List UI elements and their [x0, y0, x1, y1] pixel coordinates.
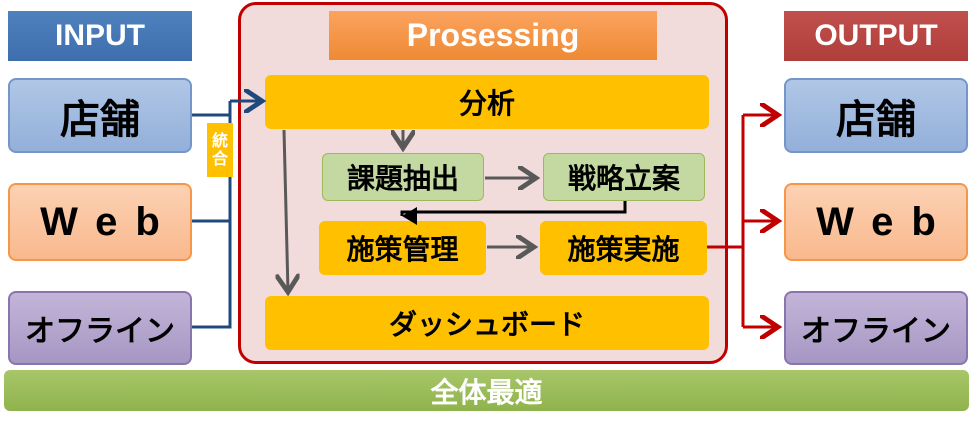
measure-execution-box: 施策実施: [540, 221, 707, 275]
arrow-analysis-to-dashboard: [284, 129, 288, 292]
output-store-box: 店舗: [784, 78, 968, 153]
input-store-box: 店舗: [8, 78, 192, 153]
input-web-box: Web: [8, 183, 192, 261]
output-distribution-connector: [707, 115, 778, 327]
output-offline-box: オフライン: [784, 291, 968, 365]
measure-management-box: 施策管理: [319, 221, 486, 275]
processing-header: Prosessing: [329, 11, 657, 60]
output-web-box: Web: [784, 183, 968, 261]
overall-optimization-bar: 全体最適: [4, 370, 969, 411]
issue-extraction-box: 課題抽出: [322, 153, 484, 201]
input-header: INPUT: [8, 11, 192, 61]
dashboard-box: ダッシュボード: [265, 296, 709, 350]
arrow-strategy-to-management: [400, 201, 627, 225]
input-offline-box: オフライン: [8, 291, 192, 365]
strategy-planning-box: 戦略立案: [543, 153, 705, 201]
analysis-box: 分析: [265, 75, 709, 129]
merge-label: 統合: [207, 123, 233, 177]
output-header: OUTPUT: [784, 11, 968, 61]
